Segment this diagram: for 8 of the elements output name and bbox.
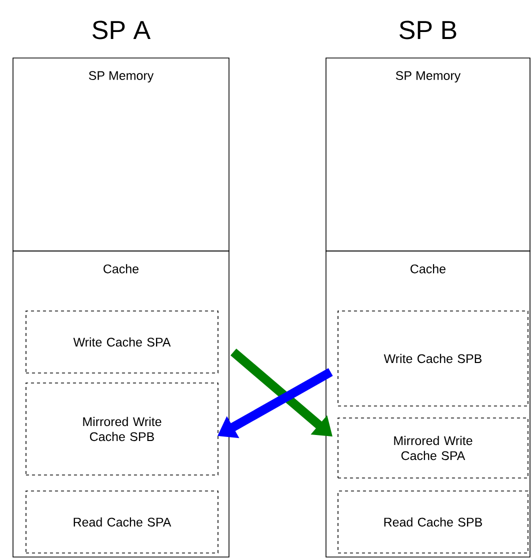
cache-region-box: Mirrored Write Cache SPA: [338, 418, 528, 478]
memory-box: SP Memory: [326, 58, 530, 252]
cache-region-box: Read Cache SPB: [338, 490, 528, 554]
cache-region-box: Mirrored Write Cache SPB: [26, 382, 218, 476]
cache-region-box: Write Cache SPA: [26, 310, 218, 374]
memory-box: SP Memory: [12, 58, 230, 252]
cache-region-box: Write Cache SPB: [338, 310, 528, 406]
cache-region-box: Read Cache SPA: [26, 490, 218, 554]
